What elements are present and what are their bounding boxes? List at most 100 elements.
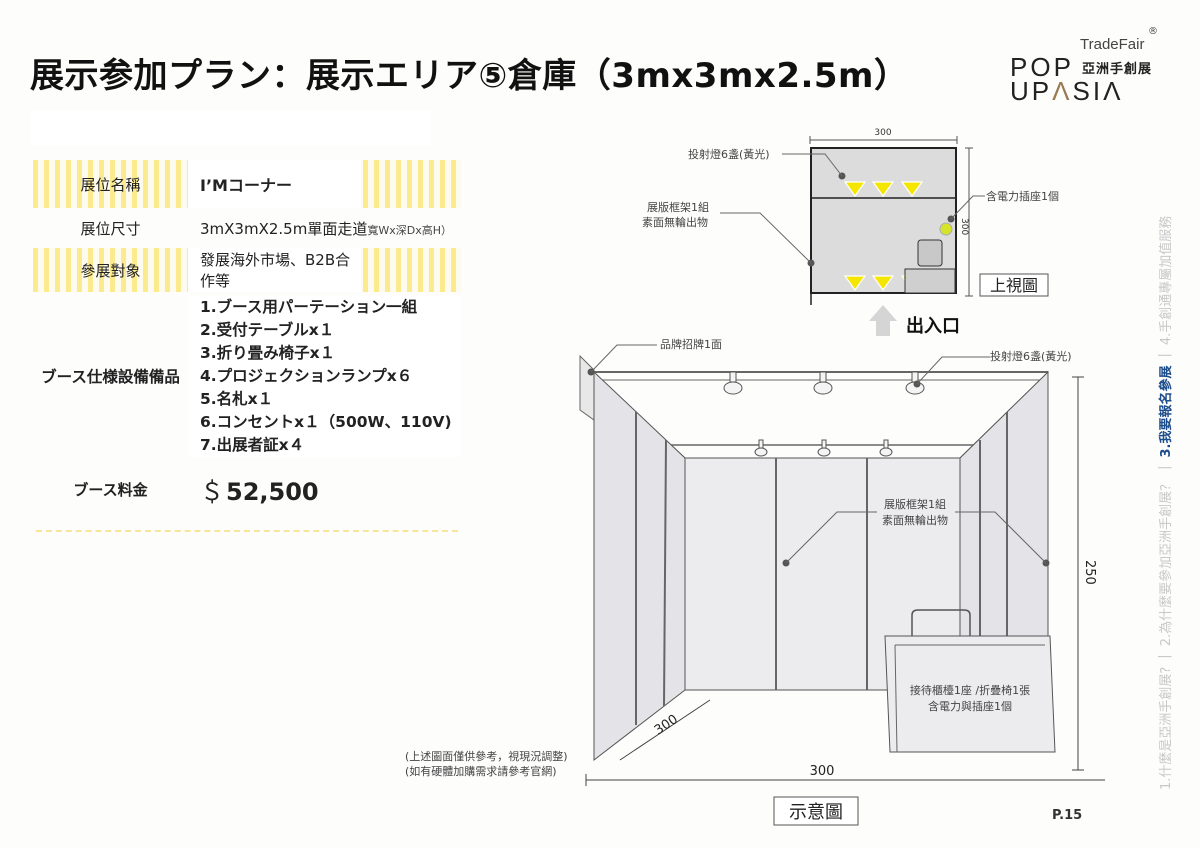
leader-dot bbox=[838, 172, 846, 180]
logo-chinese: 亞洲手創展 bbox=[1082, 62, 1153, 77]
spec-value: 3mX3mX2.5m單面走道寬Wx深Dx高H） bbox=[188, 218, 461, 239]
spotlight-icon bbox=[819, 371, 827, 383]
disclaimer-line-1: (上述圖面僅供參考，視現況調整) bbox=[405, 749, 568, 763]
perspective-lights-label: 投射燈6盞(黃光) bbox=[990, 349, 1072, 363]
spec-value: I’Mコーナー bbox=[188, 160, 361, 208]
height-dim-label: 250 bbox=[1082, 560, 1097, 585]
currency-symbol: ＄ bbox=[200, 477, 224, 506]
leader-dot bbox=[782, 559, 790, 567]
equipment-item: 7.出展者証x４ bbox=[200, 435, 305, 454]
spec-label: ブース料金 bbox=[73, 480, 148, 499]
equipment-item: 5.名札x１ bbox=[200, 389, 274, 408]
spec-table: 展位名稱 I’Mコーナー 展位尺寸 3mX3mX2.5m單面走道寬Wx深Dx高H… bbox=[33, 160, 461, 514]
spotlight-icon bbox=[871, 275, 895, 292]
top-frame-label-2: 素面無輪出物 bbox=[642, 215, 708, 229]
top-outlet-label: 含電力插座1個 bbox=[986, 189, 1059, 203]
counter-label-2: 含電力與插座1個 bbox=[928, 699, 1012, 713]
equipment-item: 2.受付テーブルx１ bbox=[200, 320, 335, 339]
spec-row-equipment: ブース仕様設備備品 1.ブース用パーテーション一組 2.受付テーブルx１ 3.折… bbox=[33, 292, 461, 460]
counter-edge bbox=[894, 644, 898, 753]
outlet-icon bbox=[939, 222, 953, 236]
size-note: 寬Wx深Dx高H） bbox=[367, 223, 452, 237]
depth-dimension-line bbox=[619, 699, 711, 761]
logo-up: UP bbox=[1010, 76, 1053, 106]
perspective-caption: 示意圖 bbox=[789, 802, 843, 823]
nav-separator: | bbox=[1156, 353, 1172, 358]
nav-item-services[interactable]: 4.手創通專屬加值服務 bbox=[1158, 215, 1174, 346]
spec-label: 展位尺寸 bbox=[80, 219, 141, 238]
spec-row-booth-size: 展位尺寸 3mX3mX2.5m單面走道寬Wx深Dx高H） bbox=[33, 208, 461, 248]
leader-dot bbox=[587, 368, 595, 376]
ceiling-edge-right bbox=[959, 379, 1041, 459]
spotlight-icon bbox=[900, 181, 924, 198]
popupasia-logo: TradeFair ® POP 亞洲手創展 UPΛSIΛ bbox=[1010, 26, 1160, 106]
entrance-arrow-icon bbox=[869, 305, 897, 336]
dashed-divider bbox=[36, 530, 458, 532]
spotlight-icon bbox=[813, 381, 833, 395]
spec-label: ブース仕様設備備品 bbox=[41, 368, 180, 386]
leader-line bbox=[950, 195, 985, 220]
spotlight-icon bbox=[821, 439, 827, 449]
leader-line bbox=[782, 153, 843, 177]
equipment-item: 6.コンセントx１（500W、110V) bbox=[200, 412, 452, 431]
spec-label: 展位名稱 bbox=[80, 175, 141, 194]
logo-a-glyph: Λ bbox=[1052, 76, 1073, 106]
spotlight-icon bbox=[817, 447, 831, 457]
spotlight-icon bbox=[843, 181, 867, 198]
spotlight-icon bbox=[723, 381, 743, 395]
top-width-label: 300 bbox=[874, 128, 891, 138]
perspective-frame-label-1: 展版框架1組 bbox=[884, 497, 946, 511]
leader-line bbox=[590, 344, 657, 373]
nav-separator: | bbox=[1156, 465, 1172, 470]
page-title: 展示参加プラン：展示エリア⑤倉庫（3mx3mx2.5m） bbox=[30, 56, 909, 96]
disclaimer-line-2: (如有硬體加購需求請參考官網) bbox=[405, 764, 557, 778]
top-view-diagram: 300 300 投射燈6盞(黃光) 展版框架1組 素面無輪出物 含電力插座1 bbox=[642, 128, 1059, 337]
size-text: 3mX3mX2.5m單面走道 bbox=[200, 219, 368, 238]
side-nav-track: 1.什麼是亞洲手創展? | 2.為什麼要參加亞洲手創展？ | 3.我要報名參展 … bbox=[1152, 100, 1176, 790]
spotlight-icon bbox=[883, 439, 889, 449]
spotlight-icon bbox=[900, 275, 924, 292]
side-navigation: 1.什麼是亞洲手創展? | 2.為什麼要參加亞洲手創展？ | 3.我要報名參展 … bbox=[1150, 100, 1180, 790]
spec-value: 發展海外市場、B2B合作等 bbox=[188, 248, 361, 292]
top-lights-label: 投射燈6盞(黃光) bbox=[688, 147, 770, 161]
perspective-labels: 品牌招牌1面 投射燈6盞(黃光) 展版框架1組 素面無輪出物 接待櫃檯1座 /折… bbox=[405, 337, 1097, 823]
reception-counter bbox=[884, 635, 1056, 753]
spec-row-target: 參展對象 發展海外市場、B2B合作等 bbox=[33, 248, 461, 292]
counter-label-1: 接待櫃檯1座 /折疊椅1張 bbox=[910, 683, 1030, 697]
logo-sia: SIΛ bbox=[1072, 76, 1124, 106]
panel-post bbox=[663, 439, 667, 707]
width-dim-label: 300 bbox=[810, 764, 835, 779]
top-frame-label-1: 展版框架1組 bbox=[647, 200, 709, 214]
spotlight-icon bbox=[879, 447, 893, 457]
spotlight-icon bbox=[754, 447, 768, 457]
spotlight-icon bbox=[911, 371, 919, 383]
spec-row-price: ブース料金 ＄52,500 bbox=[33, 464, 461, 514]
logo-tradefair: TradeFair bbox=[1080, 36, 1145, 53]
spotlight-icon bbox=[871, 181, 895, 198]
equipment-item: 1.ブース用パーテーション一組 bbox=[200, 297, 418, 316]
top-view-caption-box bbox=[979, 273, 1049, 297]
top-view-caption: 上視圖 bbox=[990, 276, 1038, 295]
equipment-item: 3.折り畳み椅子x１ bbox=[200, 343, 336, 362]
price-amount: 52,500 bbox=[226, 477, 319, 506]
leader-dot bbox=[1042, 559, 1050, 567]
perspective-caption-box bbox=[773, 796, 859, 826]
leader-line bbox=[720, 212, 812, 264]
spotlight-icon bbox=[843, 275, 867, 292]
nav-item-what-is[interactable]: 1.什麼是亞洲手創展? bbox=[1158, 666, 1174, 790]
spotlight-icons-back bbox=[843, 181, 924, 198]
leader-line bbox=[785, 511, 877, 564]
back-wall bbox=[684, 457, 961, 691]
spotlight-fixtures bbox=[723, 371, 925, 457]
depth-dim-label: 300 bbox=[652, 712, 681, 738]
leader-line bbox=[955, 511, 1047, 564]
nav-item-register[interactable]: 3.我要報名參展 bbox=[1158, 365, 1174, 458]
ceiling-edge-left bbox=[599, 379, 686, 459]
nav-item-why-join[interactable]: 2.為什麼要參加亞洲手創展？ bbox=[1158, 477, 1174, 647]
perspective-diagram bbox=[579, 344, 1105, 826]
logo-pop: POP bbox=[1010, 52, 1074, 82]
spotlight-icon bbox=[729, 371, 737, 383]
perspective-frame-label-2: 素面無輪出物 bbox=[882, 513, 948, 527]
registered-mark: ® bbox=[1148, 26, 1158, 37]
price-value: ＄52,500 bbox=[188, 472, 461, 507]
